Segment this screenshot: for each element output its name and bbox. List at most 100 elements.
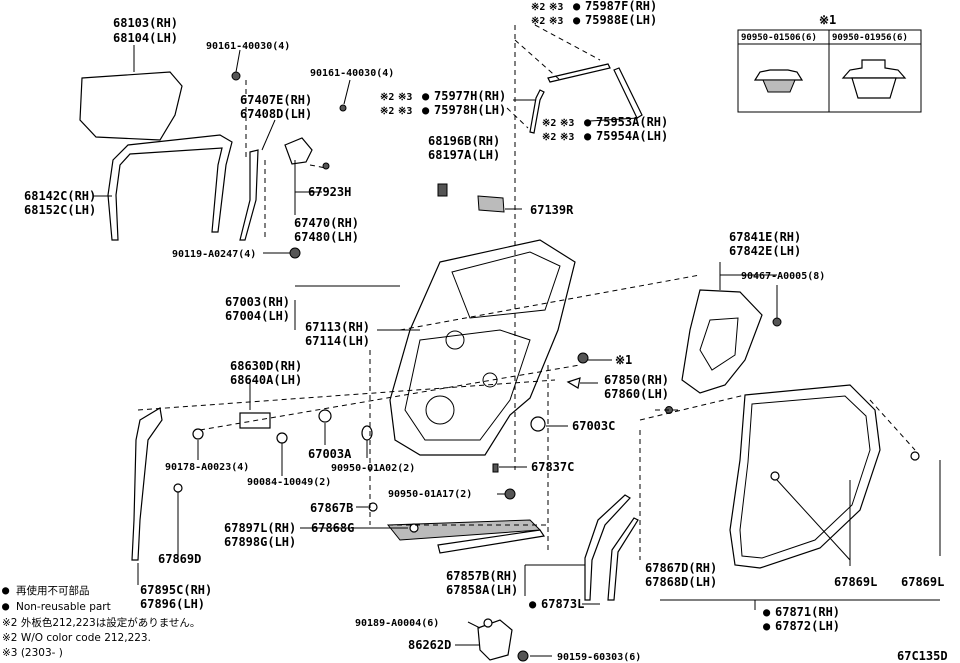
label-plug-b: 90950-01A02(2): [331, 463, 415, 474]
bullet-mark: ●: [529, 597, 537, 611]
label-bolt-d: 90084-10049(2): [247, 477, 331, 488]
label-plug-c: 67003C: [572, 419, 615, 433]
bullet-mark: ●: [584, 129, 592, 143]
label-frame-rh: 67470(RH): [294, 216, 359, 230]
label-panel-rh: 67003(RH): [225, 295, 290, 309]
footnote-en-nonreuse: Non-reusable part: [16, 601, 111, 613]
clip-icon: [173, 483, 183, 493]
pillar-weatherstrip-2: [607, 517, 639, 601]
clip-68196: [437, 183, 448, 197]
label-hinge-rh: 67113(RH): [305, 320, 370, 334]
label-hinge-lh: 67114(LH): [305, 334, 370, 348]
bolt-icon: [192, 428, 204, 440]
clip-icon: [910, 451, 920, 461]
leader-lines: [93, 45, 941, 657]
note-mark-2: ※2: [542, 118, 556, 129]
plug-icon: [504, 488, 516, 500]
plug-icon: [318, 409, 332, 423]
label-screw-c: 90159-60303(6): [557, 652, 641, 663]
speaker-cover: [477, 619, 513, 661]
rear-window-run: [239, 149, 259, 241]
footnote-jp-nonreuse: 再使用不可部品: [16, 584, 90, 597]
label-mould-top-rh: 75987F(RH): [585, 0, 657, 13]
label-clip-d-rh: 67867D(RH): [645, 561, 717, 575]
label-seal-l: 67873L: [541, 597, 584, 611]
note-mark-3: ※3: [398, 92, 412, 103]
trim-inner: [699, 317, 739, 371]
label-weather-d: 67869D: [158, 552, 201, 566]
service-hole: [482, 372, 498, 388]
label-panel-lh: 67004(LH): [225, 309, 290, 323]
note-mark-3: ※3: [549, 16, 563, 27]
label-bolt-a: 90161-40030(4): [206, 41, 290, 52]
label-main-seal-lh: 67872(LH): [775, 619, 840, 633]
label-film: 67139R: [530, 203, 574, 217]
plug-cap-icon: [841, 59, 907, 79]
label-channel-rh: 68142C(RH): [24, 189, 96, 203]
label-screw-b: 90189-A0004(6): [355, 618, 439, 629]
legend-col1: 90950-01506(6): [741, 33, 817, 43]
clip-icon: [368, 502, 378, 512]
legend-col2: 90950-01956(6): [832, 33, 908, 43]
label-clip-g: 67868G: [311, 521, 354, 535]
plug-icon: [577, 352, 589, 364]
label-trim-lh: 67842E(LH): [729, 244, 801, 258]
note-mark-3: ※3: [560, 118, 574, 129]
label-mould-upper-rh: 75977H(RH): [434, 89, 506, 103]
note-mark-2: ※2: [531, 2, 545, 13]
cushion-icon: [492, 463, 499, 473]
label-clip-b: 67867B: [310, 501, 353, 515]
note-mark-3: ※3: [549, 2, 563, 13]
label-cushion: 67837C: [531, 460, 574, 474]
label-weather-l2: 67869L: [901, 575, 944, 589]
bullet-mark: ●: [2, 599, 10, 613]
pillar-weatherstrip: [584, 494, 631, 601]
note-mark-3: ※3: [560, 132, 574, 143]
label-mould-corner-rh: 75953A(RH): [596, 115, 668, 129]
upper-moulding-top: [547, 63, 611, 83]
label-weather-b-lh: 67858A(LH): [446, 583, 518, 597]
note-mark-2: ※2: [380, 92, 394, 103]
bullet-mark: ●: [573, 0, 581, 13]
footnote-note2-en: ※2 W/O color code 212,223.: [2, 632, 151, 644]
label-lower-lh: 67896(LH): [140, 597, 205, 611]
bullet-mark: ●: [763, 605, 771, 619]
screw-icon: [289, 247, 301, 259]
label-bolt-c: 90178-A0023(4): [165, 462, 249, 473]
label-trim-rh: 67841E(RH): [729, 230, 801, 244]
door-panel: [389, 239, 576, 456]
label-frame-lh: 67480(LH): [294, 230, 359, 244]
main-door-seal-inner: [739, 395, 871, 559]
note-mark-2: ※2: [542, 132, 556, 143]
bullet-mark: ●: [584, 115, 592, 129]
clip-icon: [772, 317, 782, 327]
label-screw-a: 90119-A0247(4): [172, 249, 256, 260]
service-hole: [445, 330, 465, 350]
note-mark-2: ※2: [380, 106, 394, 117]
bullet-mark: ●: [422, 103, 430, 117]
seal-icon: [566, 377, 581, 389]
door-glass: [79, 71, 183, 141]
clip-icon: [770, 471, 780, 481]
label-weather-l1: 67869L: [834, 575, 877, 589]
bolt-icon: [276, 432, 288, 444]
bullet-mark: ●: [763, 619, 771, 633]
screw-icon: [517, 650, 529, 662]
front-weatherstrip: [131, 407, 163, 561]
bullet-mark: ●: [573, 13, 581, 27]
lower-moulding: [437, 529, 546, 554]
label-seal-rh: 67850(RH): [604, 373, 669, 387]
bullet-mark: ●: [422, 89, 430, 103]
label-check-lh: 68640A(LH): [230, 373, 302, 387]
label-glass-lh: 68104(LH): [113, 31, 178, 45]
bullet-mark: ●: [2, 583, 10, 597]
waterproof-film: [477, 195, 505, 213]
label-weather-rh: 67897L(RH): [224, 521, 296, 535]
label-mark-1: ※1: [615, 353, 632, 367]
label-clip-d-lh: 67868D(LH): [645, 575, 717, 589]
window-bracket: [284, 137, 313, 165]
label-run-rh: 67407E(RH): [240, 93, 312, 107]
plug-cap-icon: [851, 77, 897, 99]
label-channel-lh: 68152C(LH): [24, 203, 96, 217]
